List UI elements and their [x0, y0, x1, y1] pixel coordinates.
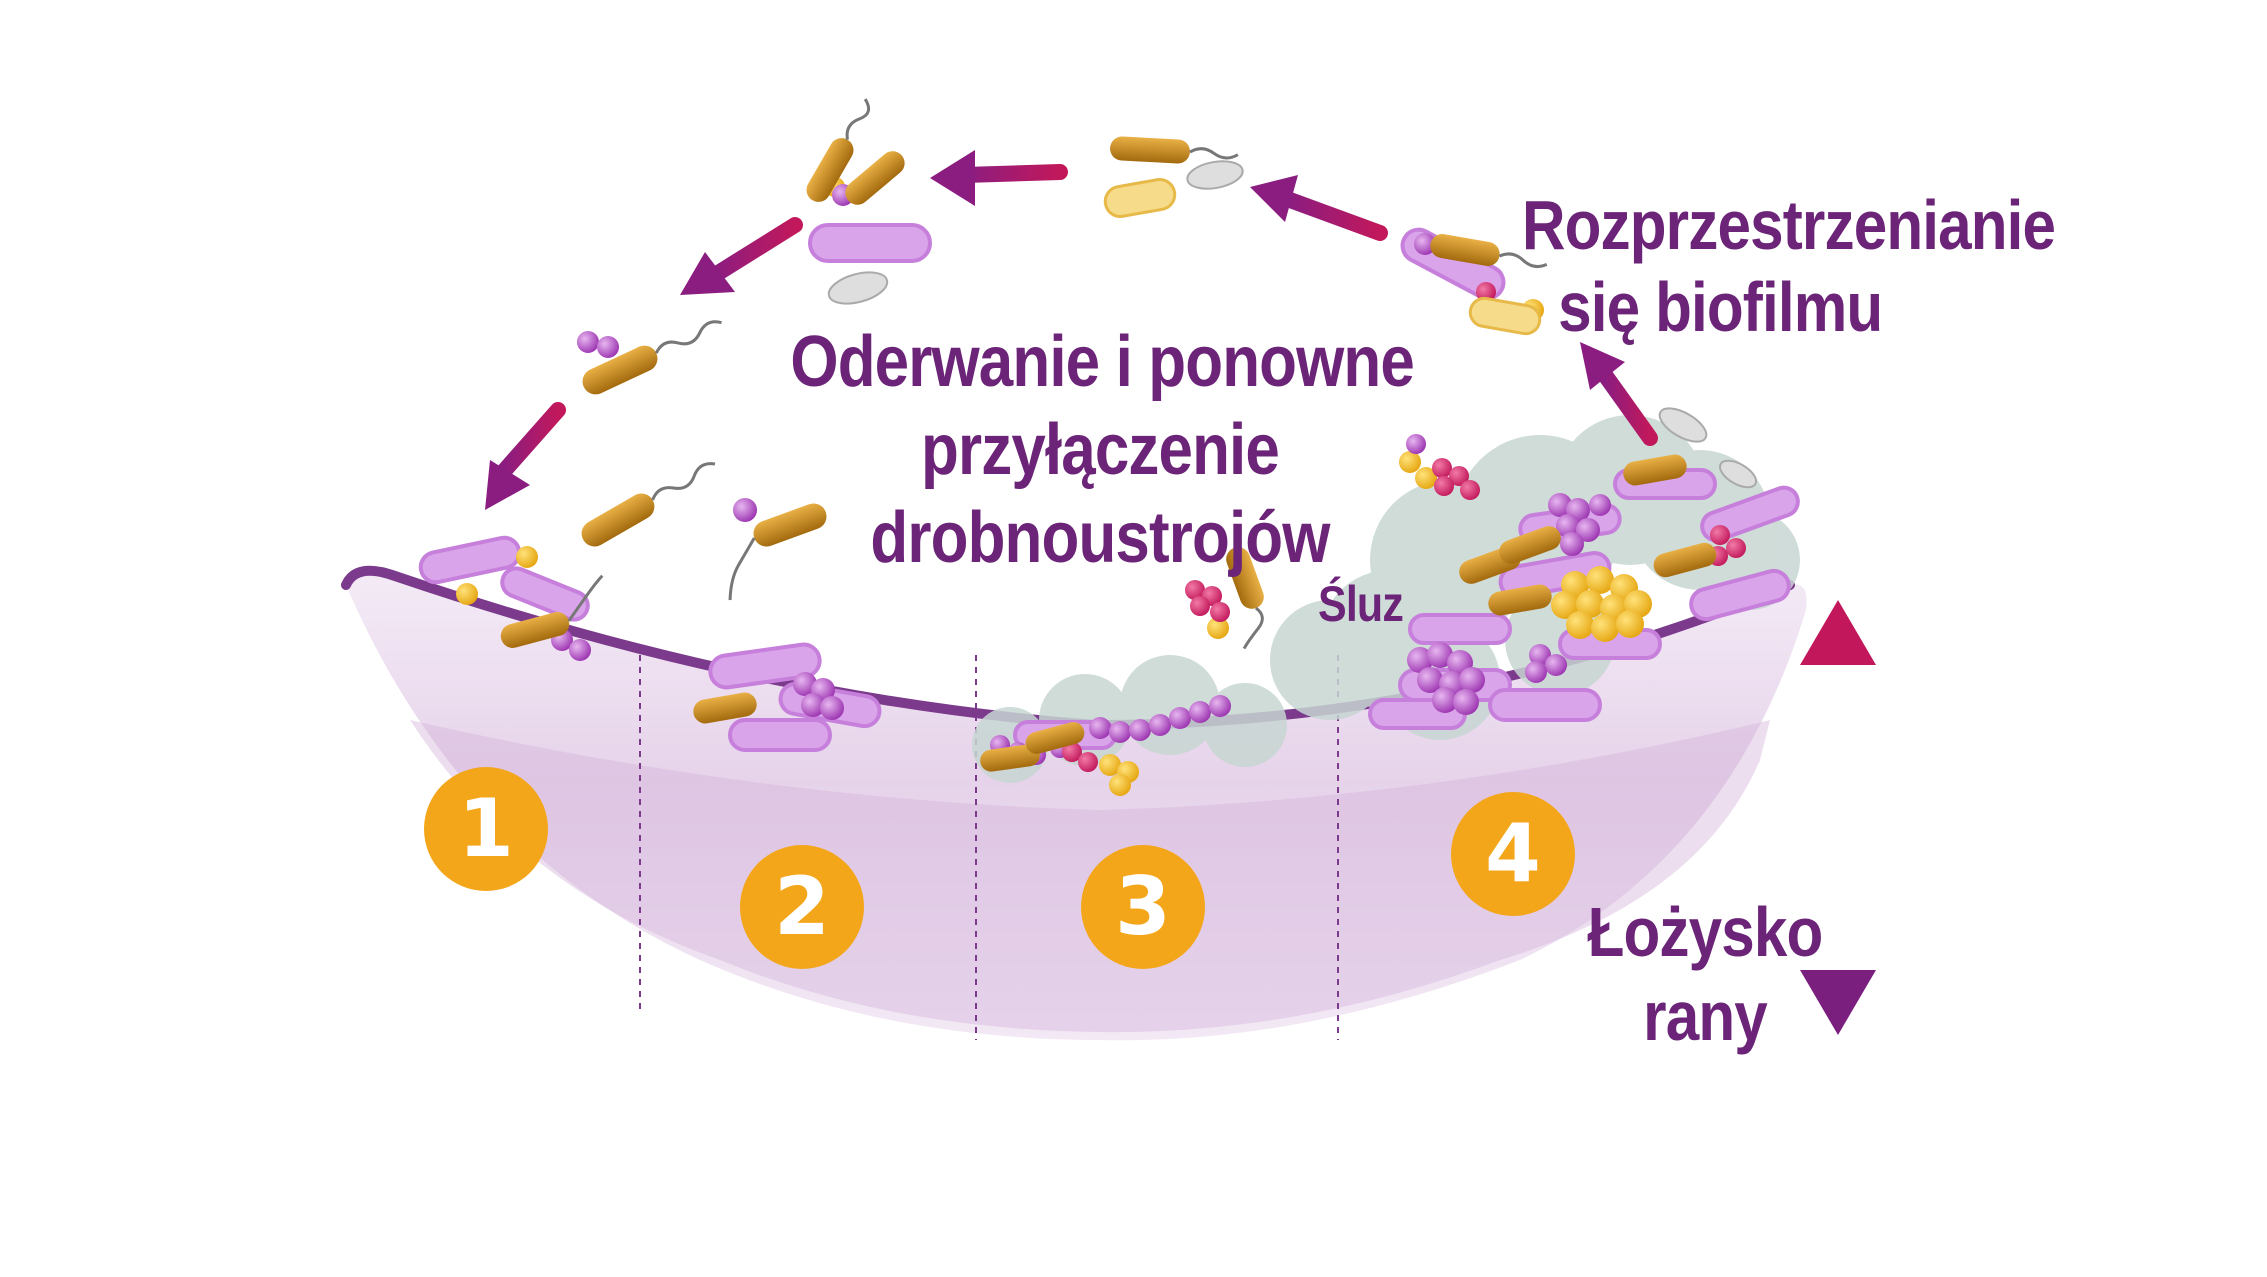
wound-bed-label-line-2: rany: [1643, 977, 1768, 1055]
detachment-label-line-3: drobnoustrojów: [870, 498, 1330, 578]
purple-cocci-chains: [793, 493, 1600, 765]
arrow-spread-up: [1580, 342, 1658, 446]
spread-label-line-1: Rozprzestrzenianie: [1522, 186, 2056, 264]
arrow-spread-top: [1250, 175, 1388, 241]
arrow-left-top: [930, 150, 1068, 206]
arrow-left-lower: [485, 402, 566, 510]
cycle-arrows: [485, 150, 1658, 510]
detachment-label-line-1: Oderwanie i ponowne: [790, 322, 1414, 402]
wound-bed-label: Łożysko rany: [1585, 890, 1826, 1058]
detachment-label: Oderwanie i ponowne przyłączenie drobnou…: [790, 318, 1414, 582]
detachment-label-line-2: przyłączenie: [921, 410, 1280, 490]
slime-label: Śluz: [1318, 576, 1404, 632]
stage-3-badge: 3: [1081, 845, 1205, 969]
rod-bacteria-with-flagella: [500, 98, 1717, 772]
pink-cocci: [1062, 282, 1746, 772]
pale-rod-bacteria: [1103, 178, 1542, 336]
wound-bed-label-line-1: Łożysko: [1587, 893, 1824, 971]
grey-bacteria: [827, 160, 1758, 489]
stage-4-badge: 4: [1451, 792, 1575, 916]
biofilm-spread-label: Rozprzestrzenianie się biofilmu: [1522, 184, 2056, 348]
stage-2-badge: 2: [740, 845, 864, 969]
wound-bed-depth-arrow: [1800, 600, 1876, 1035]
spread-label-line-2: się biofilmu: [1558, 268, 1883, 346]
stage-1-badge: 1: [424, 767, 548, 891]
arrow-left-upper: [680, 217, 803, 295]
